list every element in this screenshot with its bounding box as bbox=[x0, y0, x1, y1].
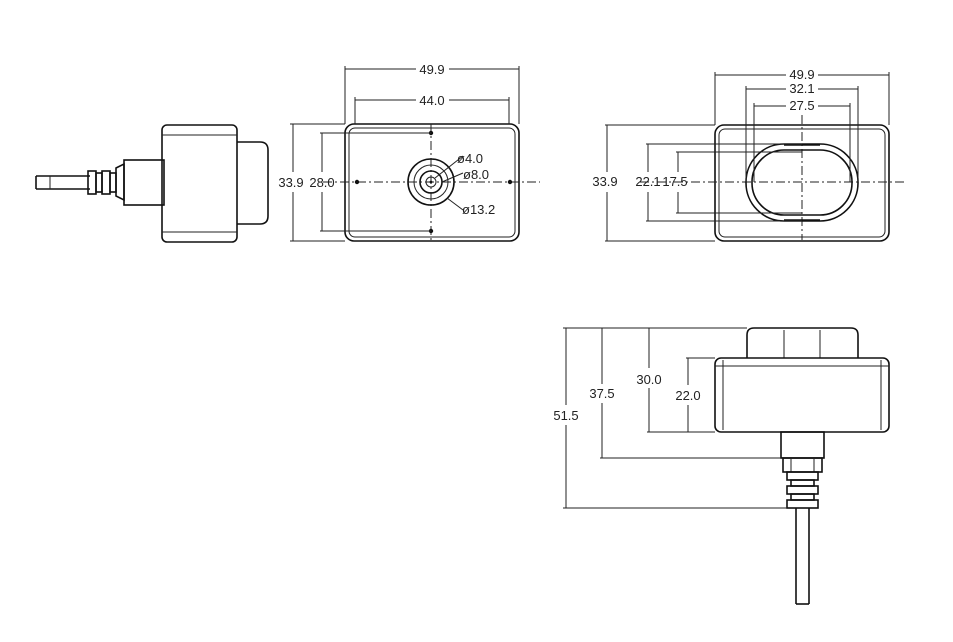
label-bottom-height-cable-exit: 37.5 bbox=[589, 386, 614, 401]
label-back-height-slot-outer: 22.1 bbox=[635, 174, 660, 189]
front-view: ø4.0 ø8.0 ø13.2 49.9 44.0 33.9 28.0 bbox=[278, 62, 540, 242]
side-cable bbox=[35, 175, 90, 190]
back-body-outer bbox=[714, 124, 890, 242]
label-back-width-slot-inner: 27.5 bbox=[789, 98, 814, 113]
label-front-height-overall: 33.9 bbox=[278, 175, 303, 190]
bottom-cable-exit bbox=[780, 431, 825, 459]
label-bottom-height-base: 22.0 bbox=[675, 388, 700, 403]
label-front-height-holes: 28.0 bbox=[309, 175, 334, 190]
bottom-view: 51.5 37.5 30.0 22.0 bbox=[553, 327, 890, 605]
back-slot-inner bbox=[751, 149, 853, 216]
side-body bbox=[161, 124, 238, 243]
label-bottom-height-body: 30.0 bbox=[636, 372, 661, 387]
label-dia-mid: ø8.0 bbox=[463, 167, 489, 182]
side-plug bbox=[237, 141, 269, 225]
label-back-width-slot-outer: 32.1 bbox=[789, 81, 814, 96]
bottom-strain-relief bbox=[786, 471, 819, 509]
label-bottom-height-total: 51.5 bbox=[553, 408, 578, 423]
label-dia-large: ø13.2 bbox=[462, 202, 495, 217]
jack-pin bbox=[425, 176, 437, 188]
jack-ring bbox=[413, 164, 449, 200]
bottom-body-outer bbox=[714, 357, 890, 433]
front-hole-right bbox=[507, 179, 513, 185]
back-view: 49.9 32.1 27.5 33.9 22.1 17.5 bbox=[592, 67, 905, 242]
label-front-width-overall: 49.9 bbox=[419, 62, 444, 77]
label-back-height-slot-inner: 17.5 bbox=[662, 174, 687, 189]
side-view bbox=[35, 124, 269, 243]
label-back-width-overall: 49.9 bbox=[789, 67, 814, 82]
side-strain-relief bbox=[87, 159, 165, 206]
jack-outer-circle bbox=[407, 158, 455, 206]
label-front-width-holes: 44.0 bbox=[419, 93, 444, 108]
label-dia-small: ø4.0 bbox=[457, 151, 483, 166]
front-hole-left bbox=[354, 179, 360, 185]
label-back-height-overall: 33.9 bbox=[592, 174, 617, 189]
bottom-plug bbox=[746, 327, 859, 358]
